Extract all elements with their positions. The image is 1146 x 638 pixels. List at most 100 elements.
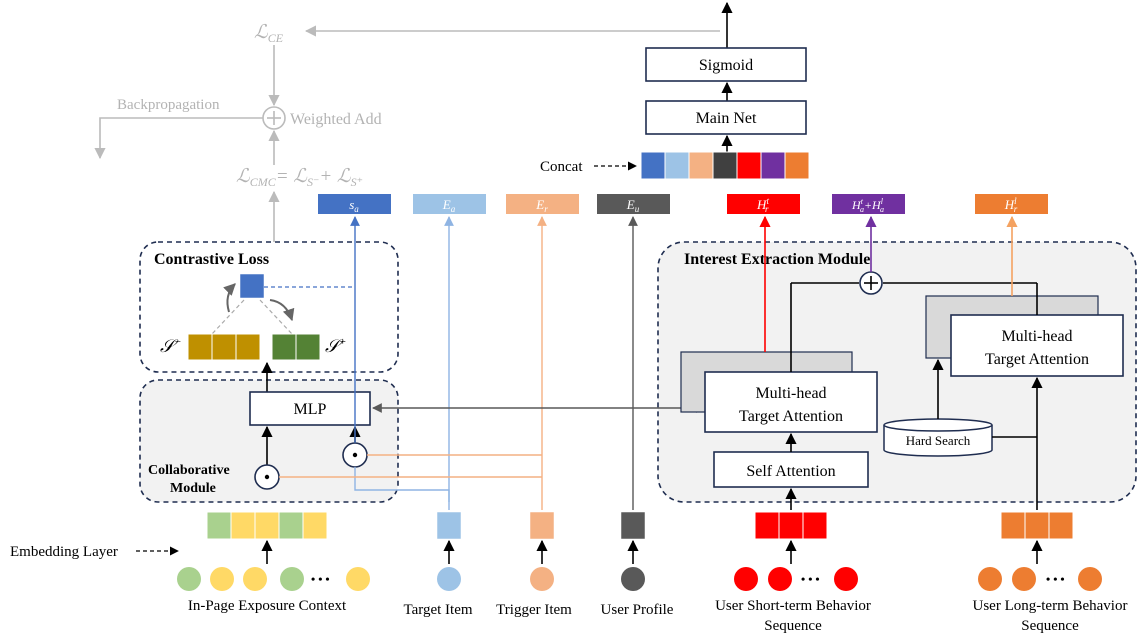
backprop-label: Backpropagation	[117, 97, 220, 113]
feature-s-a-label: sa	[349, 197, 359, 214]
collab-title-1: Collaborative	[148, 463, 230, 478]
mhta-left-label-1: Multi-head	[755, 385, 826, 402]
concat-label: Concat	[540, 159, 583, 175]
feature-e-u: Eu	[597, 194, 670, 214]
user-profile-dot	[621, 567, 645, 591]
context-dot	[210, 567, 234, 591]
feature-e-r-box	[506, 194, 579, 214]
short-label-2: Sequence	[764, 618, 822, 634]
short-term-input-dots	[734, 567, 858, 591]
anchor-embedding	[239, 273, 265, 299]
interest-title: Interest Extraction Module	[684, 251, 870, 268]
trigger-label: Trigger Item	[496, 602, 572, 618]
feature-h-r-l-box	[975, 194, 1048, 214]
feature-e-a-label: Ea	[442, 197, 456, 214]
short-term-cell	[802, 511, 828, 540]
long-label-2: Sequence	[1021, 618, 1079, 634]
mhta-right-label-2: Target Attention	[985, 351, 1089, 368]
context-label: In-Page Exposure Context	[188, 598, 347, 614]
negative-cell	[211, 333, 237, 361]
long-term-cell	[1000, 511, 1026, 540]
concat-cell	[640, 151, 666, 180]
long-label-1: User Long-term Behavior	[973, 598, 1128, 614]
embedding-layer-label: Embedding Layer	[10, 544, 118, 560]
context-embedding-cell	[230, 511, 256, 540]
long-term-embedding	[1000, 511, 1074, 540]
long-term-dot	[978, 567, 1002, 591]
feature-e-u-box	[597, 194, 670, 214]
short-term-cell	[754, 511, 780, 540]
trigger-item-dot	[530, 567, 554, 591]
sigmoid-label: Sigmoid	[699, 57, 753, 74]
feature-h-sum-box	[832, 194, 905, 214]
mhta-right-box	[950, 314, 1124, 377]
mhta-right-label-1: Multi-head	[1001, 328, 1072, 345]
loss-ce: ℒCE	[254, 22, 284, 45]
long-ellipsis: • • •	[1046, 572, 1065, 586]
context-dot	[346, 567, 370, 591]
context-ellipsis: • • •	[311, 572, 330, 586]
mlp-box	[249, 391, 371, 426]
concat-cell	[712, 151, 738, 180]
short-term-cell	[778, 511, 804, 540]
mlp-label: MLP	[294, 401, 327, 418]
feature-e-a: Ea	[413, 194, 486, 214]
long-term-cell	[1048, 511, 1074, 540]
feature-h-r-t-box	[727, 194, 800, 214]
feature-s-a: sa	[318, 194, 391, 214]
positive-cell	[271, 333, 297, 361]
sigmoid-box	[645, 47, 807, 82]
hard-search-label: Hard Search	[906, 433, 971, 448]
mhta-left-box	[704, 371, 878, 433]
short-ellipsis: • • •	[801, 572, 820, 586]
concat-cell	[688, 151, 714, 180]
short-label-1: User Short-term Behavior	[715, 598, 871, 614]
concat-cell	[736, 151, 762, 180]
concat-cell	[784, 151, 810, 180]
concat-cell	[760, 151, 786, 180]
loss-cmc: ℒCMC= ℒS⁻+ ℒS⁺	[236, 166, 363, 189]
feature-e-u-label: Eu	[626, 197, 640, 214]
context-embedding-cell	[302, 511, 328, 540]
context-dot	[243, 567, 267, 591]
concat-cell	[664, 151, 690, 180]
target-label: Target Item	[403, 602, 472, 618]
long-term-input-dots	[978, 567, 1102, 591]
negative-cell	[187, 333, 213, 361]
context-embedding-cell	[206, 511, 232, 540]
context-dot	[280, 567, 304, 591]
context-dot	[177, 567, 201, 591]
target-item-dot	[437, 567, 461, 591]
mhta-left-label-2: Target Attention	[739, 408, 843, 425]
short-term-embedding	[754, 511, 828, 540]
negative-sample-vector	[187, 333, 261, 361]
self-attention-box	[713, 451, 869, 488]
short-term-dot	[768, 567, 792, 591]
main-net-box	[645, 100, 807, 135]
user-label: User Profile	[601, 602, 674, 618]
long-term-dot	[1078, 567, 1102, 591]
user-embedding	[620, 511, 646, 540]
feature-e-r: Er	[506, 194, 579, 214]
feature-e-a-box	[413, 194, 486, 214]
concat-vector	[640, 151, 810, 180]
main-net-label: Main Net	[696, 110, 757, 127]
negative-cell	[235, 333, 261, 361]
positive-cell	[295, 333, 321, 361]
context-embedding	[206, 511, 328, 540]
backprop-arrow	[94, 117, 263, 160]
weighted-add-label: Weighted Add	[290, 111, 382, 128]
contrastive-loss-title: Contrastive Loss	[154, 251, 269, 268]
context-embedding-cell	[254, 511, 280, 540]
feature-e-r-label: Er	[535, 197, 548, 214]
positive-sample-vector	[271, 333, 321, 361]
short-term-dot	[834, 567, 858, 591]
